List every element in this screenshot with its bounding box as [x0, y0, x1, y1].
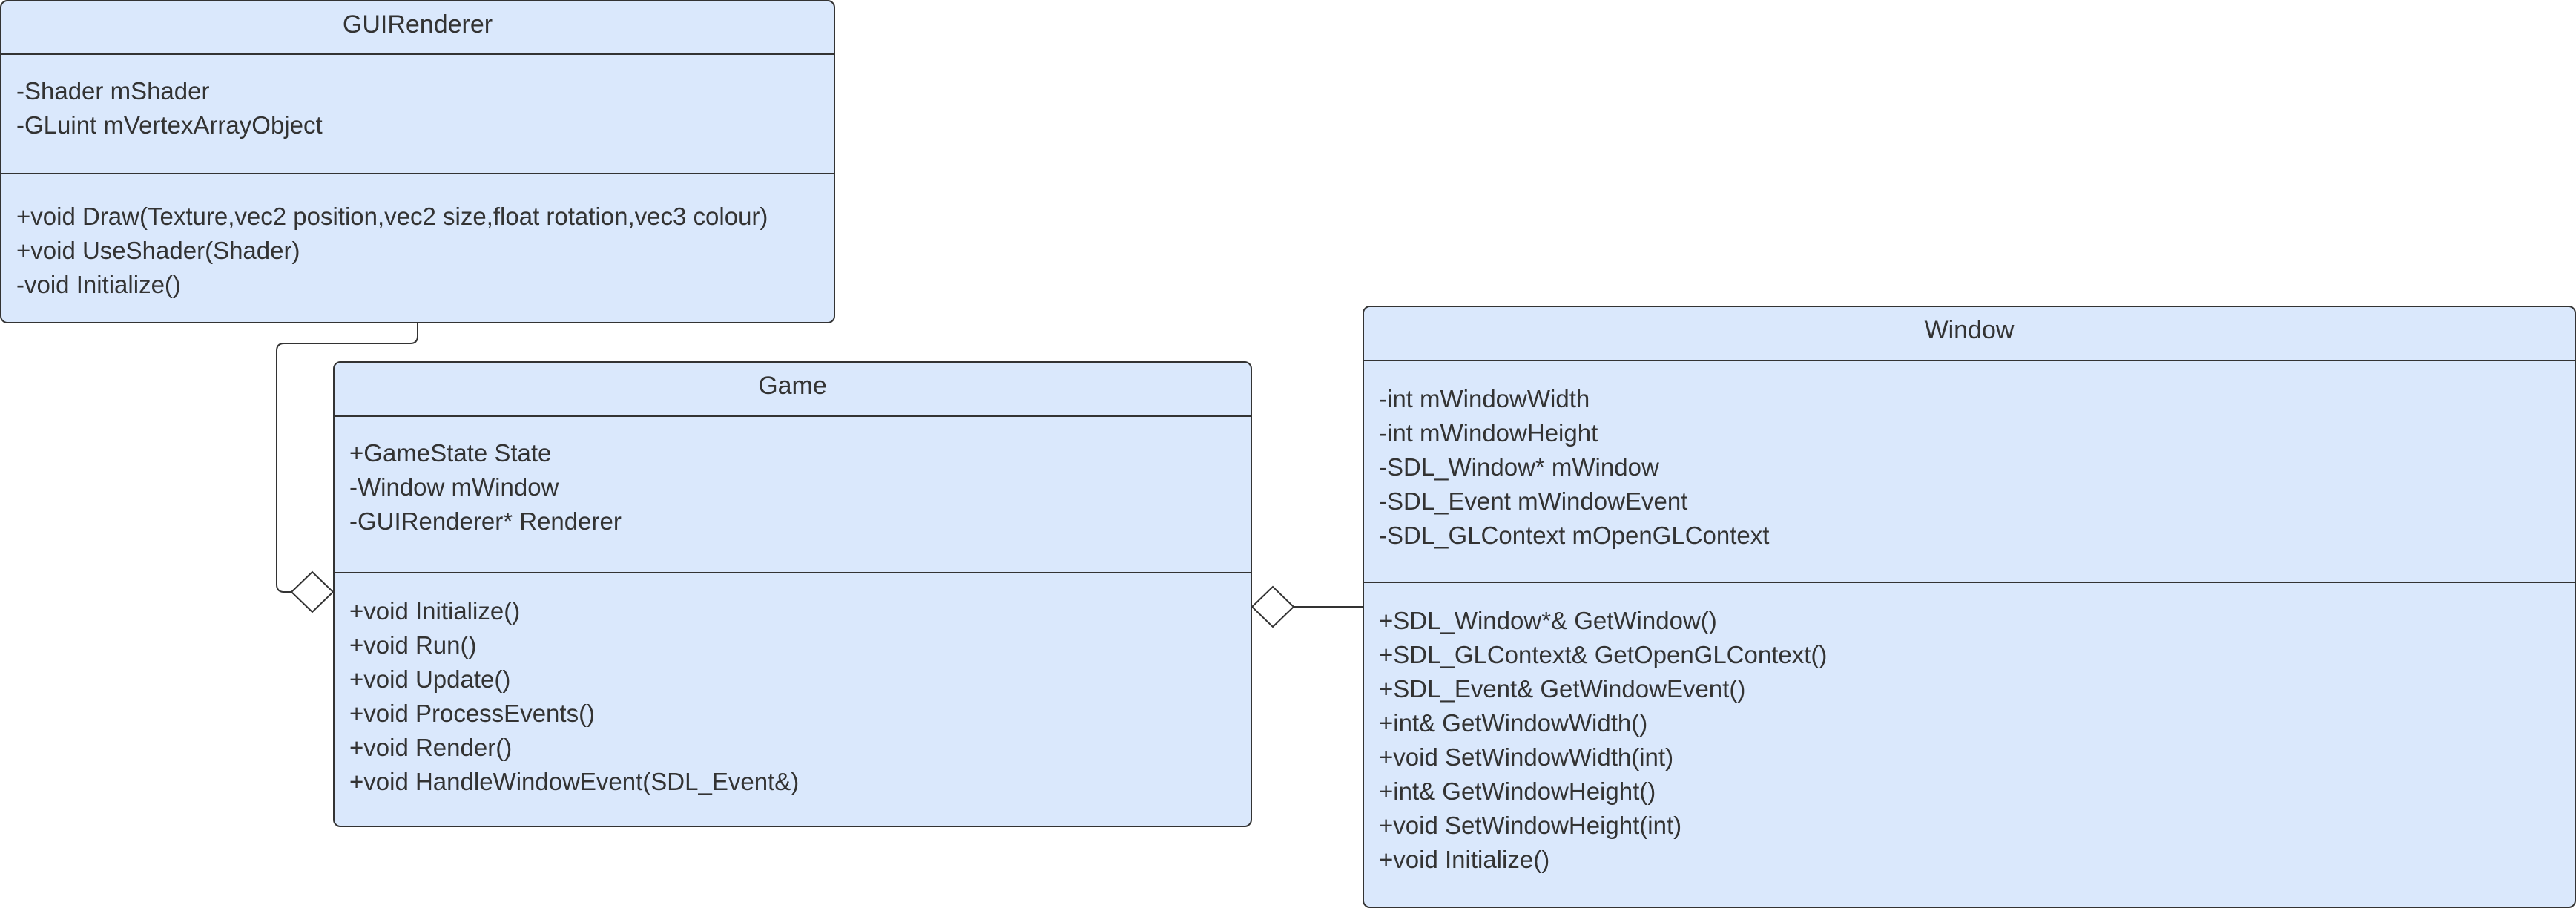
connector-game-guirenderer[interactable]	[276, 323, 418, 593]
attribute: -Shader mShader	[16, 77, 210, 105]
operation: +void Initialize()	[1379, 846, 1550, 873]
operations-compartment: +void Draw(Texture,vec2 position,vec2 si…	[1, 174, 834, 302]
class-guirenderer[interactable]: GUIRenderer -Shader mShader -GLuint mVer…	[0, 0, 835, 323]
operation: +SDL_Event& GetWindowEvent()	[1379, 675, 1746, 703]
operation: +void Draw(Texture,vec2 position,vec2 si…	[16, 203, 768, 230]
attribute: -int mWindowHeight	[1379, 419, 1598, 447]
operation: +void UseShader(Shader)	[16, 237, 300, 264]
class-name: Window	[1364, 307, 2575, 361]
operation: +int& GetWindowHeight()	[1379, 777, 1656, 805]
operation: +void SetWindowWidth(int)	[1379, 743, 1674, 771]
attribute: -Window mWindow	[349, 473, 559, 501]
attribute: -int mWindowWidth	[1379, 385, 1590, 412]
attribute: +GameState State	[349, 439, 552, 467]
attribute: -SDL_Window* mWindow	[1379, 453, 1659, 481]
attribute: -GLuint mVertexArrayObject	[16, 111, 323, 139]
operation: +void HandleWindowEvent(SDL_Event&)	[349, 768, 800, 795]
aggregation-diamond-guirenderer	[290, 570, 335, 613]
attribute: -SDL_Event mWindowEvent	[1379, 487, 1688, 515]
operation: +void ProcessEvents()	[349, 700, 596, 727]
operation: +void Update()	[349, 665, 511, 693]
attributes-compartment: -int mWindowWidth -int mWindowHeight -SD…	[1364, 361, 2575, 583]
class-name: GUIRenderer	[1, 1, 834, 55]
operation: +SDL_GLContext& GetOpenGLContext()	[1379, 641, 1828, 668]
class-game[interactable]: Game +GameState State -Window mWindow -G…	[333, 361, 1252, 827]
operation: +SDL_Window*& GetWindow()	[1379, 607, 1717, 634]
class-name: Game	[335, 363, 1251, 417]
operations-compartment: +SDL_Window*& GetWindow() +SDL_GLContext…	[1364, 583, 2575, 877]
operation: +void Render()	[349, 734, 513, 761]
attributes-compartment: +GameState State -Window mWindow -GUIRen…	[335, 417, 1251, 573]
operation: +void SetWindowHeight(int)	[1379, 812, 1682, 839]
operation: +void Run()	[349, 631, 477, 659]
attribute: -SDL_GLContext mOpenGLContext	[1379, 522, 1770, 549]
operations-compartment: +void Initialize() +void Run() +void Upd…	[335, 573, 1251, 799]
attribute: -GUIRenderer* Renderer	[349, 507, 622, 535]
attributes-compartment: -Shader mShader -GLuint mVertexArrayObje…	[1, 55, 834, 174]
operation: +void Initialize()	[349, 597, 521, 625]
operation: -void Initialize()	[16, 271, 181, 298]
aggregation-diamond-window	[1251, 585, 1295, 628]
operation: +int& GetWindowWidth()	[1379, 709, 1648, 737]
class-window[interactable]: Window -int mWindowWidth -int mWindowHei…	[1363, 306, 2576, 908]
